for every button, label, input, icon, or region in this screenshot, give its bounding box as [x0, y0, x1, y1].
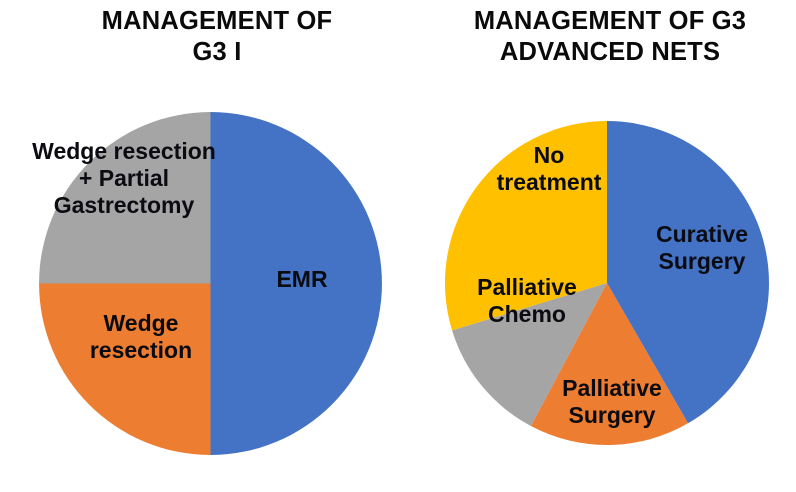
- right-slice-no-treatment[interactable]: [444, 120, 607, 331]
- right-pie-chart: [427, 103, 787, 463]
- panel-management-g3-i: MANAGEMENT OF G3 I Wedge resection + Par…: [20, 7, 401, 474]
- left-slice-emr[interactable]: [210, 112, 382, 455]
- left-slice-wedge-resection[interactable]: [39, 283, 211, 455]
- right-slice-curative-surgery[interactable]: [607, 121, 769, 424]
- left-chart-title: MANAGEMENT OF G3 I: [101, 7, 333, 67]
- left-slice-wedge-partial-gastrectomy[interactable]: [39, 112, 211, 284]
- right-slice-palliative-chemo[interactable]: [452, 283, 607, 427]
- right-pie-svg: [444, 120, 769, 445]
- right-slice-palliative-surgery[interactable]: [530, 283, 688, 445]
- panel-management-g3-advanced-nets: MANAGEMENT OF G3 ADVANCED NETS No treatm…: [420, 0, 796, 492]
- left-pie-svg: [39, 112, 382, 455]
- right-chart-title: MANAGEMENT OF G3 ADVANCED NETS: [473, 7, 747, 67]
- left-pie-chart: [20, 93, 401, 474]
